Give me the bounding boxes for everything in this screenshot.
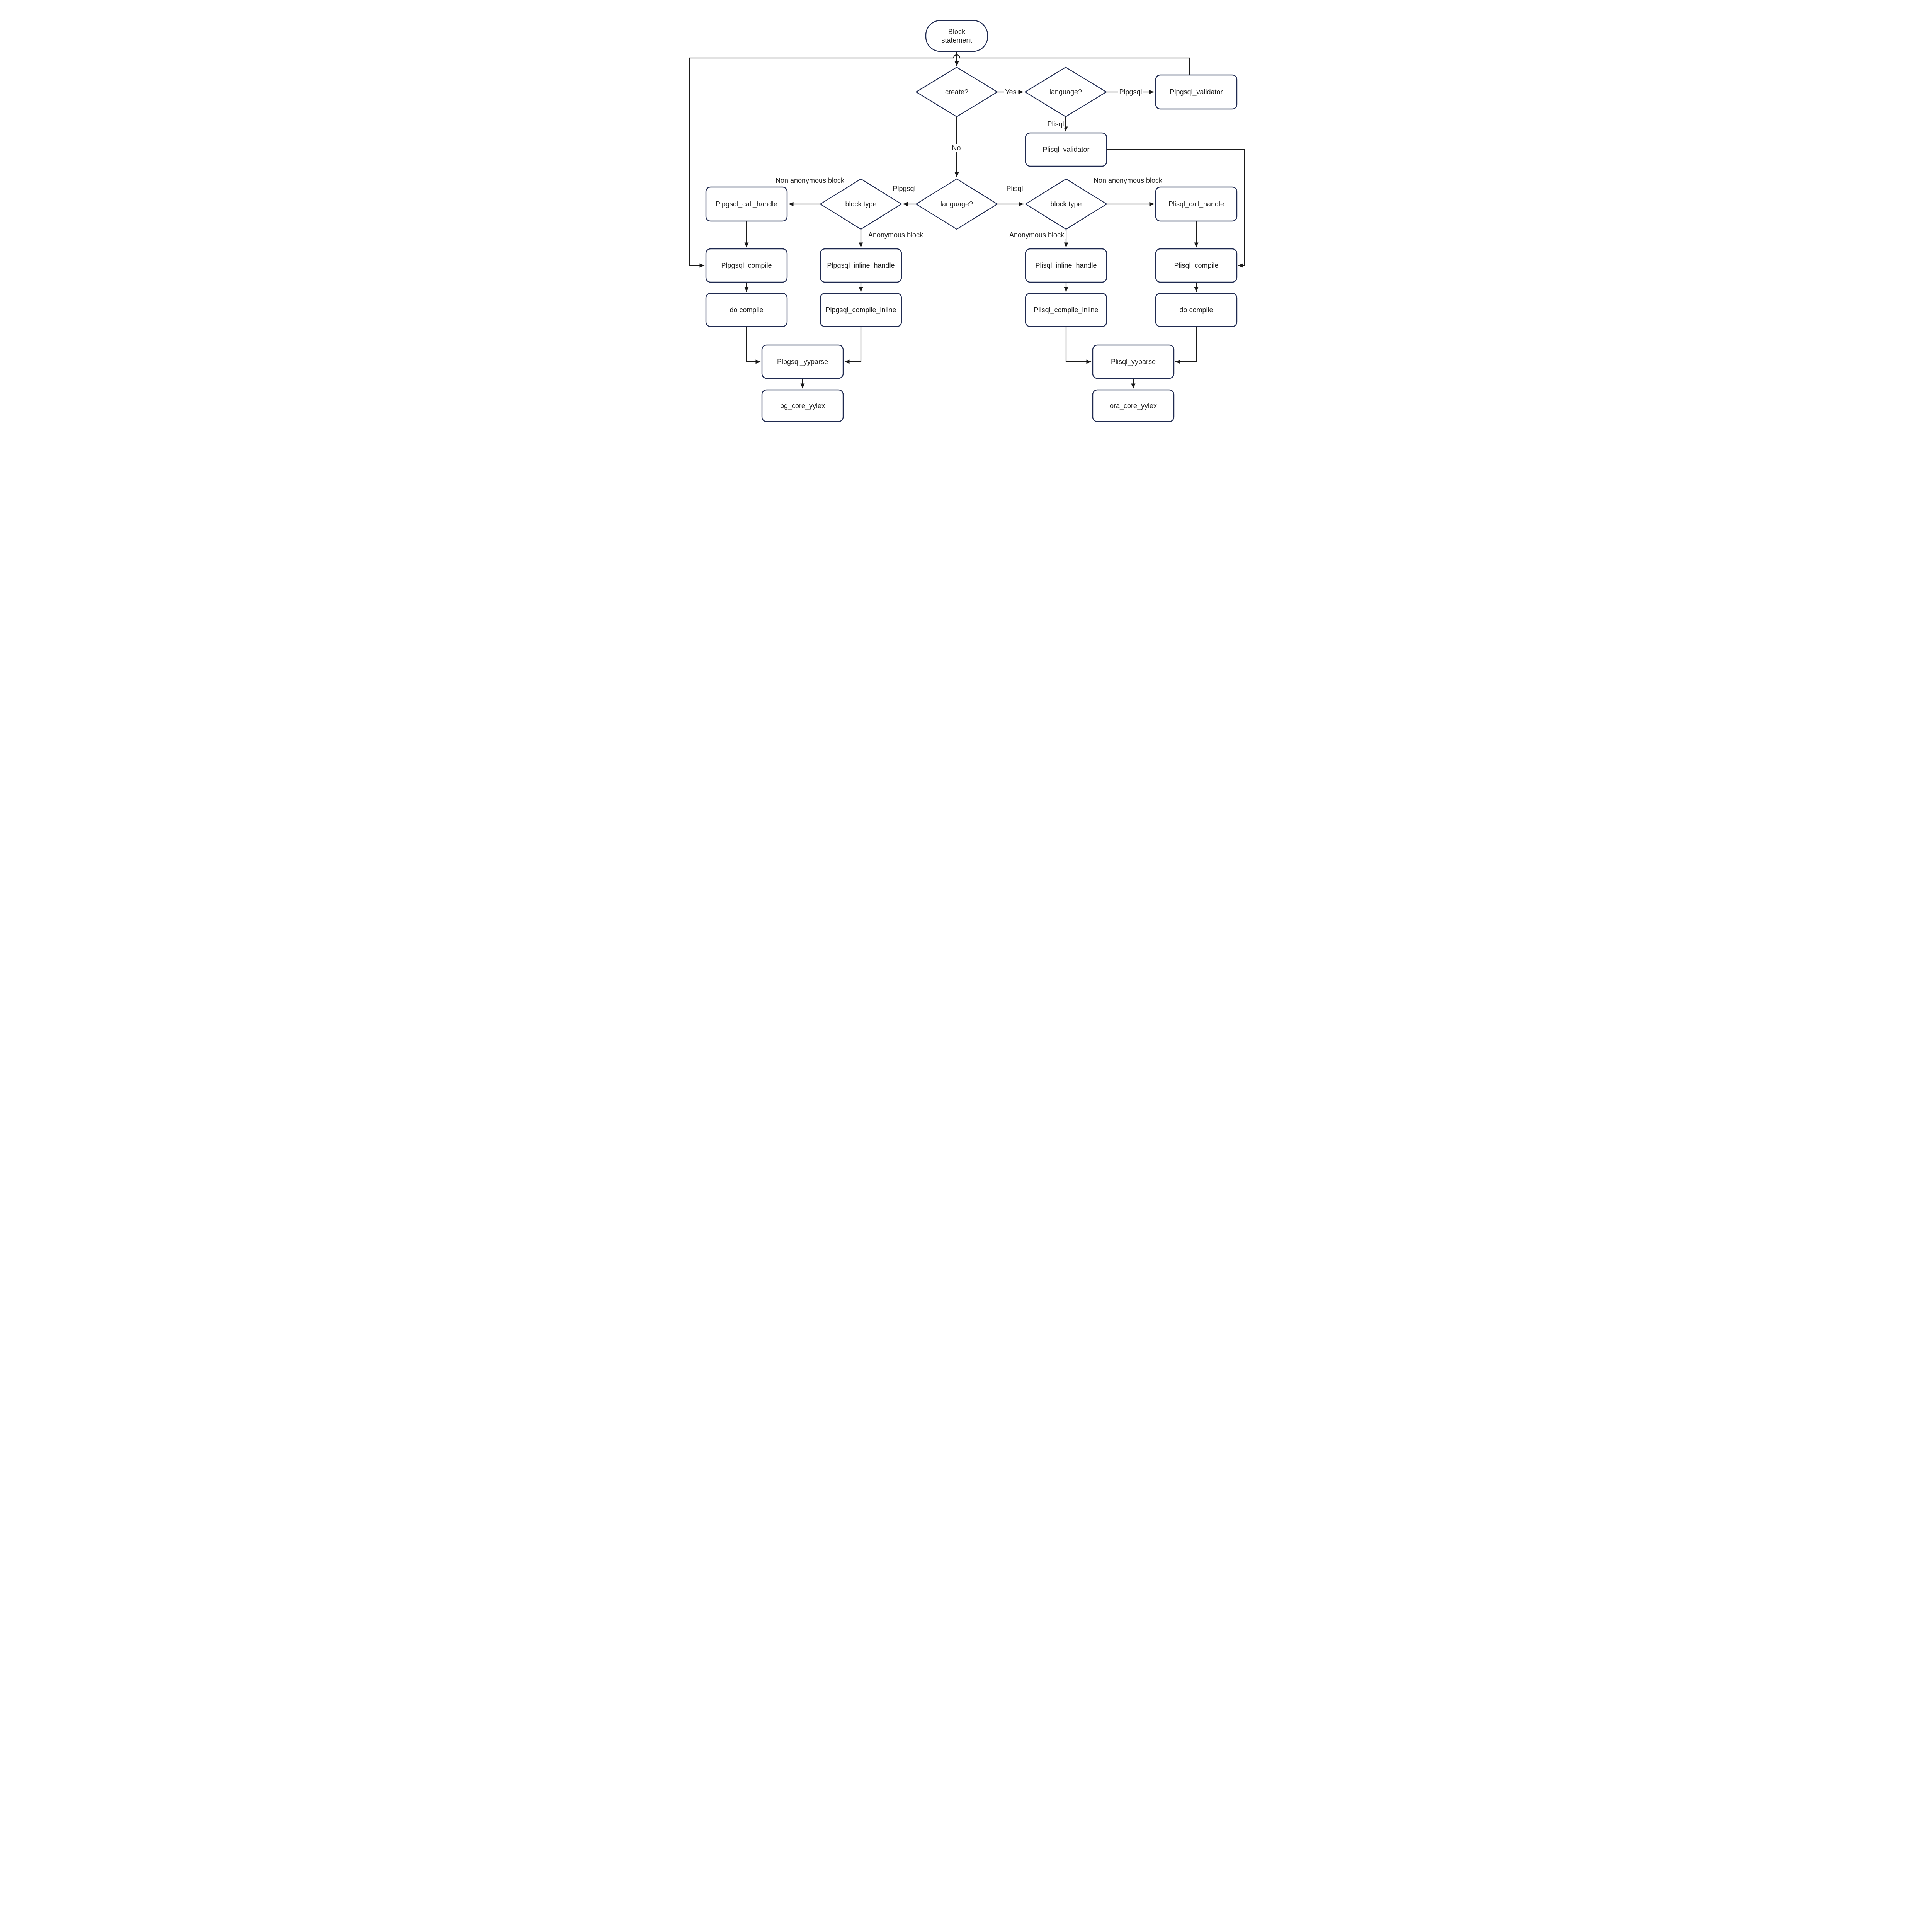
language-q-center-label: language? [940, 200, 973, 208]
node-plpgsql-yyparse: Plpgsql_yyparse [761, 344, 844, 379]
node-plisql-compile: Plisql_compile [1155, 248, 1237, 283]
plpgsql-yyparse-label: Plpgsql_yyparse [777, 358, 828, 366]
edge-docompile-right-to-yyparse [1175, 327, 1197, 364]
edge-label-bg [867, 231, 925, 239]
node-do-compile-left: do compile [705, 293, 787, 327]
edge-label-blocktype-left-call: Non anonymous block [775, 177, 844, 184]
edge-label-language-plisql-validator: Plisql [1047, 120, 1064, 128]
plpgsql-compile-label: Plpgsql_compile [721, 262, 772, 270]
edge-label-blocktype-right-call: Non anonymous block [1093, 177, 1162, 184]
do-compile-right-shape [1155, 293, 1237, 327]
block-type-right-label: block type [1050, 200, 1082, 208]
language-q-top-label: language? [1049, 88, 1082, 96]
node-ora-core-yylex: ora_core_yylex [1092, 389, 1174, 422]
node-plisql-inline-handle: Plisql_inline_handle [1025, 248, 1107, 283]
edge-label-language2-plisql-blocktype: Plisql [1006, 185, 1023, 192]
node-plpgsql-compile: Plpgsql_compile [705, 248, 787, 283]
edge-plpgsql-validator-to-compile [689, 54, 1190, 268]
block-statement-label-line-0: Block [948, 28, 965, 36]
edge-label-bg [774, 176, 846, 185]
pg-core-yylex-shape [761, 389, 844, 422]
node-plisql-validator: Plisql_validator [1025, 132, 1107, 167]
plpgsql-inline-handle-label: Plpgsql_inline_handle [827, 262, 895, 270]
plisql-validator-shape [1025, 132, 1107, 167]
node-block-type-left: block type [819, 178, 902, 230]
block-type-right-shape [1024, 178, 1107, 230]
node-plisql-yyparse: Plisql_yyparse [1092, 344, 1174, 379]
plpgsql-inline-handle-shape [820, 248, 902, 283]
do-compile-left-label: do compile [730, 306, 763, 314]
edge-label-bg [1046, 120, 1065, 128]
plpgsql-call-handle-label: Plpgsql_call_handle [715, 200, 777, 208]
edge-label-bg [891, 184, 917, 193]
node-plisql-call-handle: Plisql_call_handle [1155, 186, 1237, 222]
plisql-compile-inline-label: Plisql_compile_inline [1034, 306, 1098, 314]
block-type-left-label: block type [845, 200, 876, 208]
ora-core-yylex-shape [1092, 389, 1174, 422]
do-compile-right-label: do compile [1179, 306, 1213, 314]
plisql-compile-label: Plisql_compile [1174, 262, 1218, 270]
node-language-q-center: language? [915, 178, 998, 230]
edge-label-bg [1092, 176, 1164, 185]
plpgsql-compile-shape [705, 248, 787, 283]
block-type-left-shape [819, 178, 902, 230]
pg-core-yylex-label: pg_core_yylex [780, 402, 825, 410]
language-q-top-shape [1024, 66, 1107, 117]
plpgsql-compile-inline-shape [820, 293, 902, 327]
create-q-label: create? [945, 88, 968, 96]
ora-core-yylex-label: ora_core_yylex [1109, 402, 1156, 410]
edge-label-language-plpgsql-validator: Plpgsql [1119, 88, 1142, 96]
plpgsql-validator-shape [1155, 74, 1237, 110]
language-q-center-shape [915, 178, 998, 230]
plpgsql-validator-label: Plpgsql_validator [1170, 88, 1223, 96]
edge-label-bg [1008, 231, 1066, 239]
edge-label-language2-plpgsql-blocktype: Plpgsql [893, 185, 915, 192]
node-plpgsql-inline-handle: Plpgsql_inline_handle [820, 248, 902, 283]
edge-plisql-validator-to-compile [1106, 149, 1245, 268]
plisql-inline-handle-label: Plisql_inline_handle [1035, 262, 1097, 270]
plisql-validator-label: Plisql_validator [1043, 146, 1089, 154]
node-language-q-top: language? [1024, 66, 1107, 117]
plisql-compile-shape [1155, 248, 1237, 283]
plpgsql-compile-inline-label: Plpgsql_compile_inline [825, 306, 896, 314]
node-plpgsql-call-handle: Plpgsql_call_handle [705, 186, 787, 222]
plpgsql-call-handle-shape [705, 186, 787, 222]
plisql-inline-handle-shape [1025, 248, 1107, 283]
node-create-q: create? [915, 66, 998, 117]
node-do-compile-right: do compile [1155, 293, 1237, 327]
edge-label-create-no-language2: No [952, 144, 961, 152]
node-plpgsql-validator: Plpgsql_validator [1155, 74, 1237, 110]
edge-compileinline-right-to-yyparse [1065, 327, 1091, 364]
node-block-type-right: block type [1024, 178, 1107, 230]
plisql-yyparse-label: Plisql_yyparse [1111, 358, 1155, 366]
edges-layer [689, 51, 1245, 389]
do-compile-left-shape [705, 293, 787, 327]
edge-label-bg [1117, 88, 1143, 96]
edge-label-blocktype-right-inline: Anonymous block [1009, 231, 1064, 239]
edge-label-blocktype-left-inline: Anonymous block [868, 231, 923, 239]
edge-docompile-left-to-yyparse [746, 327, 760, 364]
node-plisql-compile-inline: Plisql_compile_inline [1025, 293, 1107, 327]
plisql-yyparse-shape [1092, 344, 1174, 379]
edge-label-create-yes-language: Yes [1005, 88, 1016, 96]
plpgsql-yyparse-shape [761, 344, 844, 379]
plisql-call-handle-shape [1155, 186, 1237, 222]
node-plpgsql-compile-inline: Plpgsql_compile_inline [820, 293, 902, 327]
edge-compileinline-left-to-yyparse [844, 327, 861, 364]
plisql-call-handle-label: Plisql_call_handle [1168, 200, 1224, 208]
node-pg-core-yylex: pg_core_yylex [761, 389, 844, 422]
create-q-shape [915, 66, 998, 117]
edge-label-bg [1005, 184, 1024, 193]
block-statement-label-line-1: statement [941, 36, 972, 44]
edge-label-bg [950, 144, 962, 152]
block-statement-shape [925, 20, 988, 52]
edge-label-bg [1003, 88, 1018, 96]
plisql-compile-inline-shape [1025, 293, 1107, 327]
